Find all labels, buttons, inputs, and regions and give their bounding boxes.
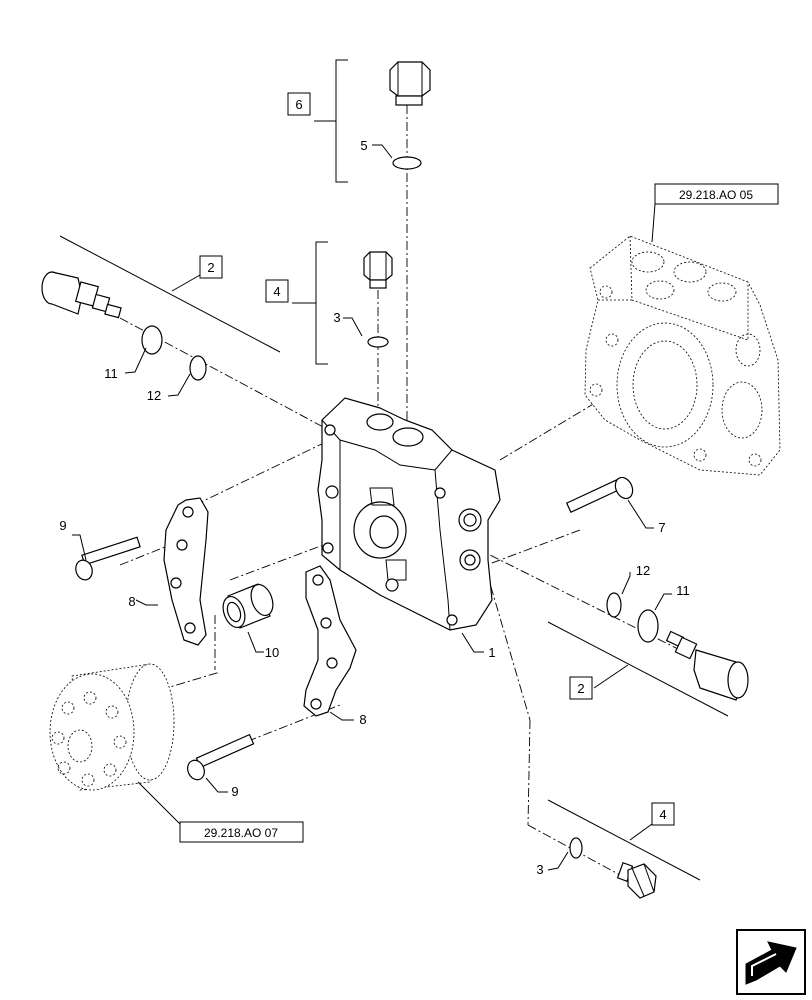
ref-label-box-bottom[interactable] bbox=[179, 821, 304, 843]
o-ring-12-left[interactable] bbox=[189, 355, 207, 381]
callout-3-upper: 3 bbox=[333, 310, 340, 325]
kit-6-box[interactable] bbox=[287, 92, 311, 116]
link-part-8-lower[interactable] bbox=[303, 565, 357, 717]
relief-valve-right[interactable] bbox=[665, 630, 749, 701]
callout-12-left: 12 bbox=[147, 388, 161, 403]
kit-6-group: 6 5 bbox=[287, 59, 431, 183]
plug-part-4-upper[interactable] bbox=[363, 251, 393, 289]
callout-10: 10 bbox=[265, 645, 279, 660]
callout-9-lower: 9 bbox=[231, 784, 238, 799]
callout-12-right: 12 bbox=[636, 563, 650, 578]
kit-4-box-upper[interactable] bbox=[265, 279, 289, 303]
callout-1: 1 bbox=[488, 645, 495, 660]
plug-part-6[interactable] bbox=[389, 61, 431, 106]
kit-6-label: 6 bbox=[295, 97, 302, 112]
o-ring-11-right[interactable] bbox=[637, 609, 659, 643]
kit-2-left-group: 2 11 12 bbox=[41, 235, 281, 403]
reference-cylinder-lower: 29.218.AO 07 bbox=[49, 663, 304, 843]
navigation-arrow-icon[interactable] bbox=[736, 929, 806, 995]
callout-8-lower: 8 bbox=[359, 712, 366, 727]
kit-4-label-upper: 4 bbox=[273, 284, 280, 299]
bolt-part-9-lower[interactable] bbox=[185, 733, 255, 783]
kit-4-box-lower[interactable] bbox=[651, 802, 675, 826]
callout-5: 5 bbox=[360, 138, 367, 153]
relief-valve-left[interactable] bbox=[41, 271, 122, 319]
kit-2-box-right[interactable] bbox=[569, 676, 593, 700]
kit-2-label-left: 2 bbox=[207, 260, 214, 275]
callout-7: 7 bbox=[658, 520, 665, 535]
kit-4-label-lower: 4 bbox=[659, 807, 666, 822]
o-ring-11-left[interactable] bbox=[141, 325, 163, 355]
o-ring-12-right[interactable] bbox=[606, 592, 622, 618]
callout-9-upper: 9 bbox=[59, 518, 66, 533]
callout-8-upper: 8 bbox=[128, 594, 135, 609]
plug-part-4-lower[interactable] bbox=[616, 862, 657, 899]
callout-11-right: 11 bbox=[676, 583, 690, 598]
bushing-part-10[interactable] bbox=[219, 582, 277, 631]
o-ring-5[interactable] bbox=[392, 156, 422, 170]
link-part-8-upper[interactable] bbox=[163, 497, 209, 646]
valve-body-part-1[interactable] bbox=[317, 397, 501, 631]
kit-2-label-right: 2 bbox=[577, 681, 584, 696]
kit-4-upper-group: 4 3 bbox=[265, 241, 393, 365]
kit-4-lower-group: 4 3 bbox=[536, 799, 701, 899]
bolt-part-7[interactable] bbox=[565, 475, 636, 514]
kit-2-box-left[interactable] bbox=[199, 255, 223, 279]
callout-3-lower: 3 bbox=[536, 862, 543, 877]
o-ring-3-lower[interactable] bbox=[569, 837, 583, 859]
callout-11-left: 11 bbox=[104, 366, 118, 381]
ref-label-top: 29.218.AO 05 bbox=[679, 188, 753, 202]
kit-2-right-group: 2 12 11 bbox=[547, 563, 749, 717]
o-ring-3-upper[interactable] bbox=[367, 336, 389, 348]
bolt-part-9-upper[interactable] bbox=[73, 536, 141, 582]
ref-label-box-top[interactable] bbox=[654, 183, 779, 205]
reference-housing-upper: 29.218.AO 05 bbox=[584, 183, 781, 476]
ref-label-bottom: 29.218.AO 07 bbox=[204, 826, 278, 840]
